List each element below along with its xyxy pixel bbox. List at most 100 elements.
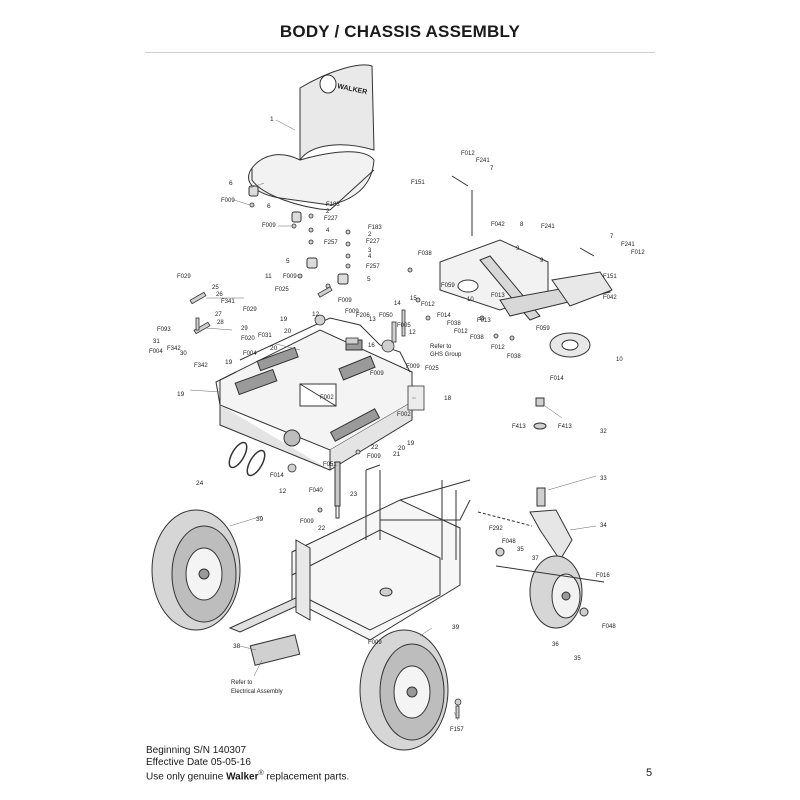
callout-28: 28 — [217, 320, 224, 326]
callout-7b: 7 — [610, 234, 614, 240]
callout-29: 29 — [241, 326, 248, 332]
callout-15: 15 — [410, 296, 417, 302]
callout-f257b: F257 — [366, 264, 380, 270]
callout-f012c: F012 — [421, 302, 435, 308]
callout-33: 33 — [600, 476, 607, 482]
callout-f292: F292 — [489, 526, 503, 532]
callout-f014a: F014 — [270, 473, 284, 479]
effective-date-text: Effective Date 05-05-16 — [146, 756, 251, 768]
callout-f009g: F009 — [370, 371, 384, 377]
callout-f009b: F009 — [262, 223, 276, 229]
callout-f227b: F227 — [366, 239, 380, 245]
callout-18: 18 — [444, 395, 452, 402]
callout-f342a: F342 — [167, 346, 181, 352]
callout-f013b: F013 — [477, 318, 491, 324]
callout-20a: 20 — [284, 328, 292, 335]
callout-9a: 9 — [516, 246, 520, 252]
page-number: 5 — [646, 767, 653, 779]
callout-f012d: F012 — [454, 329, 468, 335]
callout-f009j: F009 — [368, 640, 382, 646]
callout-f183a: F183 — [326, 202, 340, 208]
callout-6b: 6 — [267, 203, 271, 210]
callout-6a: 6 — [229, 180, 233, 187]
callout-f002b: F002 — [397, 412, 411, 418]
callout-12c: 12 — [279, 488, 287, 495]
callout-refer-elec-2: Electrical Assembly — [231, 689, 283, 695]
genuine-prefix: Use only genuine — [146, 771, 227, 783]
callout-f257a: F257 — [324, 240, 338, 246]
front-caster — [477, 397, 605, 629]
callout-10b: 10 — [616, 357, 623, 363]
callout-f042a: F042 — [491, 222, 505, 228]
rear-tire-right — [359, 629, 449, 751]
callout-37: 37 — [532, 556, 539, 562]
callout-f009h: F009 — [367, 454, 381, 460]
callout-f009d: F009 — [338, 298, 352, 304]
page-title: BODY / CHASSIS ASSEMBLY — [279, 22, 521, 41]
callout-f206: F206 — [356, 313, 370, 319]
callout-f051: F051 — [323, 462, 337, 468]
callout-f157: F157 — [450, 727, 464, 733]
callout-f241a: F241 — [476, 158, 490, 164]
callout-f004a: F004 — [149, 349, 163, 355]
callout-34: 34 — [600, 523, 607, 529]
callout-f183b: F183 — [368, 225, 382, 231]
drive-assembly — [439, 175, 613, 358]
callout-12a: 12 — [312, 311, 320, 318]
callout-f227a: F227 — [324, 216, 338, 222]
callout-f029b: F029 — [243, 307, 257, 313]
leader-lines — [189, 119, 597, 721]
genuine-brand: Walker — [226, 771, 259, 783]
callout-9b: 9 — [540, 258, 544, 264]
callout-22a: 22 — [371, 444, 379, 451]
callout-8: 8 — [520, 222, 524, 228]
callout-5a: 5 — [286, 258, 290, 265]
callout-31: 31 — [153, 339, 160, 345]
callout-25: 25 — [212, 285, 219, 291]
callout-12b: 12 — [409, 330, 416, 336]
callout-refer-elec-1: Refer to — [231, 680, 253, 686]
callout-36: 36 — [552, 642, 559, 648]
genuine-suffix: replacement parts. — [263, 771, 350, 783]
callout-f038c: F038 — [470, 335, 484, 341]
callout-f014c: F014 — [550, 376, 564, 382]
callout-21: 21 — [393, 451, 401, 458]
callout-f151a: F151 — [411, 180, 425, 186]
genuine-parts-notice: Use only genuine Walker® replacement par… — [146, 768, 349, 783]
callout-f048a: F048 — [502, 539, 516, 545]
callout-14: 14 — [394, 301, 401, 307]
callout-f004b: F004 — [243, 351, 257, 357]
callout-f241c: F241 — [621, 242, 635, 248]
callout-labels: 1 6 F009 6 F009 F183 2 F227 4 F257 F183 … — [149, 116, 645, 733]
callout-39a: 39 — [256, 516, 264, 523]
callout-f038b: F038 — [447, 321, 461, 327]
callout-f025a: F025 — [275, 287, 289, 293]
callout-f413b: F413 — [558, 424, 572, 430]
callout-22b: 22 — [318, 525, 326, 532]
callout-f020: F020 — [241, 336, 255, 342]
seat-mounts — [248, 185, 349, 285]
callout-4a: 4 — [326, 228, 330, 234]
gas-strut — [334, 461, 341, 519]
callout-1: 1 — [270, 116, 274, 123]
callout-f038d: F038 — [507, 354, 521, 360]
callout-19a: 19 — [225, 359, 233, 366]
callout-f009c: F009 — [283, 274, 297, 280]
rear-tire-left — [151, 509, 241, 631]
callout-f009f: F009 — [406, 364, 420, 370]
callout-20c: 20 — [398, 445, 406, 452]
callout-16: 16 — [368, 343, 375, 349]
body-shell — [215, 317, 413, 471]
callout-32: 32 — [600, 429, 607, 435]
callout-f012b: F012 — [631, 250, 645, 256]
callout-f012a: F012 — [461, 151, 475, 157]
page-footer: Beginning S/N 140307 Effective Date 05-0… — [146, 745, 349, 783]
callout-f038a: F038 — [418, 251, 432, 257]
callout-f031: F031 — [258, 333, 272, 339]
callout-19d: 19 — [407, 440, 415, 447]
callout-20b: 20 — [270, 345, 278, 352]
callout-5b: 5 — [367, 276, 371, 283]
callout-f093: F093 — [157, 327, 171, 333]
